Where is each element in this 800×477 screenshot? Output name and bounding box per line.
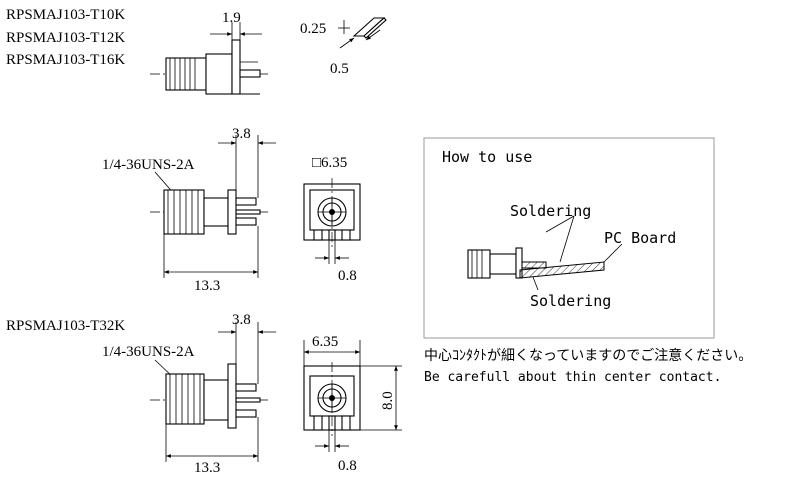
dim-bot-flange-label: 3.8 xyxy=(232,312,251,328)
model-label-t12k: RPSMAJ103-T12K xyxy=(6,30,125,46)
dim-mid-square-label: □6.35 xyxy=(312,155,347,171)
dim-mid-pin-label: 0.8 xyxy=(338,268,357,284)
dim-mid-pin: 0.8 xyxy=(315,240,357,284)
how-to-use-panel: How to use Soldering PC Board Soldering xyxy=(423,137,715,339)
dim-top-pin-label: 1.9 xyxy=(222,10,241,26)
dim-mid-flange-label: 3.8 xyxy=(232,126,251,142)
note-japanese: 中心ｺﾝﾀｸﾄが細くなっていますのでご注意ください。 xyxy=(424,349,753,364)
dim-mid-flange: 3.8 xyxy=(218,126,276,198)
model-label-t10k: RPSMAJ103-T10K xyxy=(6,7,125,23)
model-label-t16k: RPSMAJ103-T16K xyxy=(6,52,125,68)
pc-board-label: PC Board xyxy=(604,229,676,247)
dim-pin-width-label: 0.5 xyxy=(330,61,349,77)
how-to-use-title: How to use xyxy=(442,148,532,166)
dim-bot-height-label: 8.0 xyxy=(380,391,396,410)
bot-connector-front-view xyxy=(303,362,361,436)
dim-bot-pin: 0.8 xyxy=(315,430,357,474)
bot-connector-side-view xyxy=(150,363,270,429)
soldering-bottom-label: Soldering xyxy=(530,292,611,310)
mid-connector-front-view xyxy=(303,178,361,248)
top-connector-side-view xyxy=(150,39,270,95)
dim-mid-length: 13.3 xyxy=(163,226,259,294)
pin-detail: 0.25 0.5 xyxy=(300,17,387,77)
dim-mid-length-label: 13.3 xyxy=(194,278,220,294)
model-label-t32k: RPSMAJ103-T32K xyxy=(6,318,125,334)
thread-label-mid: 1/4-36UNS-2A xyxy=(102,157,195,173)
thread-label-bot: 1/4-36UNS-2A xyxy=(102,344,195,360)
dim-bot-width: 6.35 xyxy=(303,334,361,366)
dim-bot-length-label: 13.3 xyxy=(194,460,220,476)
soldering-top-label: Soldering xyxy=(510,202,591,220)
dim-bot-flange: 3.8 xyxy=(218,312,276,384)
dim-bot-width-label: 6.35 xyxy=(312,334,338,350)
mid-connector-side-view xyxy=(150,189,270,235)
dim-bot-length: 13.3 xyxy=(165,417,259,476)
dim-top-pin: 1.9 xyxy=(210,10,262,40)
note-english: Be carefull about thin center contact. xyxy=(424,370,722,385)
dim-bot-pin-label: 0.8 xyxy=(338,458,357,474)
dim-bot-height: 8.0 xyxy=(360,365,402,431)
dim-pin-thickness-label: 0.25 xyxy=(300,21,326,37)
